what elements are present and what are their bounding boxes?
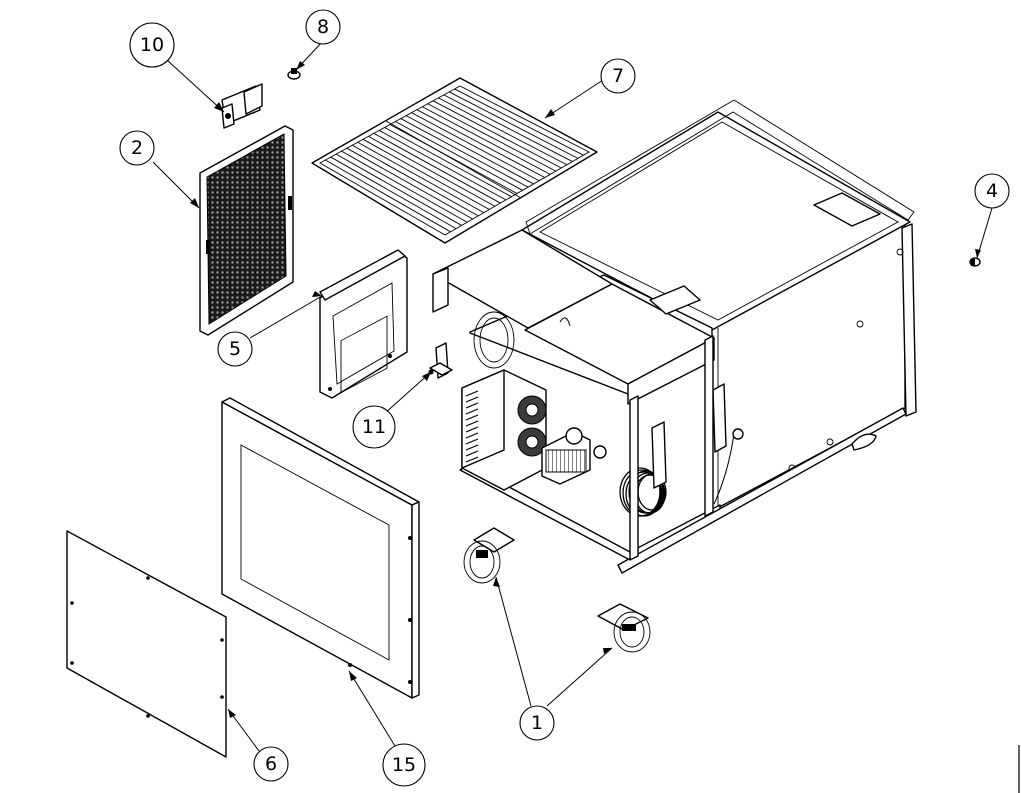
screw-part-4 [969,257,981,267]
callout-2-label: 2 [131,137,143,159]
callout-7-label: 7 [612,65,624,87]
leader-lines [152,41,993,752]
caster-part-left [463,527,515,584]
callout-2: 2 [119,130,155,166]
mounting-plate-part [319,249,408,399]
callout-11: 11 [352,405,396,449]
callout-15-label: 15 [392,754,416,776]
callout-6: 6 [253,746,289,782]
callout-6-label: 6 [265,753,277,775]
callout-1-label: 1 [531,712,543,734]
callout-10: 10 [129,22,175,68]
callout-8: 8 [305,9,341,45]
screw-part-8 [287,68,301,80]
wire-shelf-part [311,77,598,244]
caster-part-right [597,603,651,653]
callout-15: 15 [382,743,426,787]
callout-4: 4 [974,173,1010,209]
back-panel-part [66,530,227,758]
mesh-filter-part [199,125,294,336]
callout-7: 7 [600,58,636,94]
callout-4-label: 4 [986,180,998,202]
bracket-part [221,83,263,129]
main-cabinet-assembly [432,99,917,574]
callout-10-label: 10 [140,34,164,56]
callout-1: 1 [519,705,555,741]
front-frame-part [221,397,420,699]
callout-5-label: 5 [229,338,241,360]
small-bracket-part [428,342,453,379]
callout-11-label: 11 [362,416,386,438]
callout-8-label: 8 [317,16,329,38]
callout-5: 5 [217,331,253,367]
